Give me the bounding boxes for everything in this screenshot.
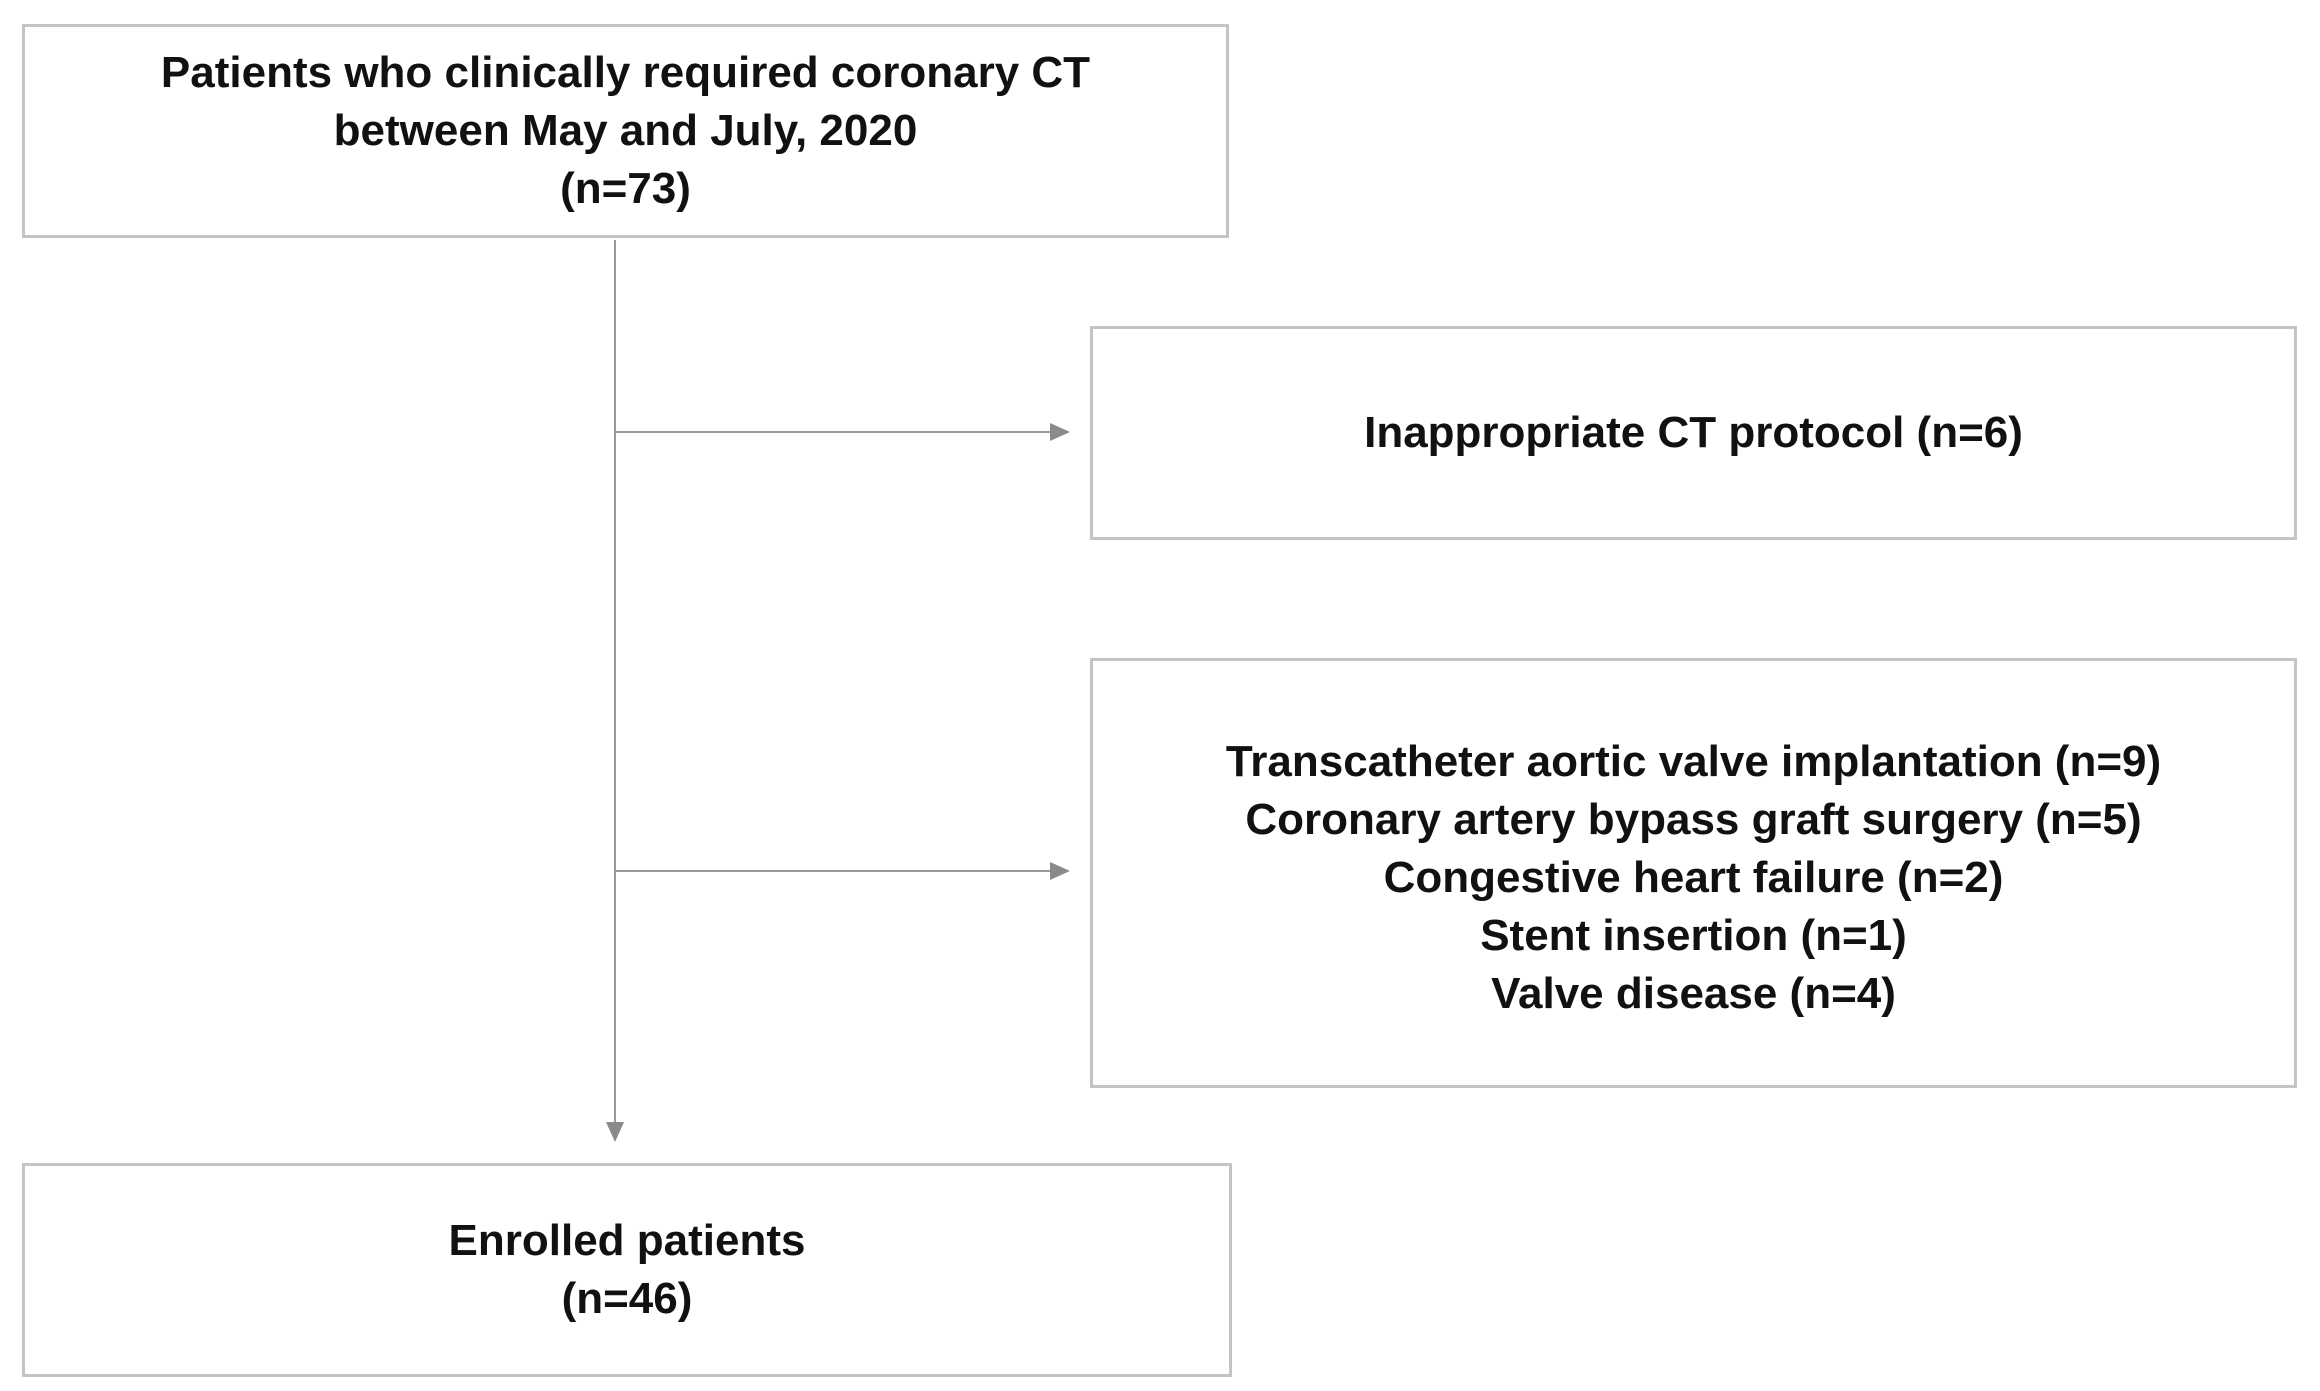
enrolled-patients-label: Enrolled patients	[448, 1216, 806, 1265]
exclusion-chf: Congestive heart failure (n=2)	[1383, 853, 2004, 902]
exclusion-valve: Valve disease (n=4)	[1491, 969, 1896, 1018]
exclusion-conditions-box: Transcatheter aortic valve implantation …	[1090, 658, 2297, 1088]
enrolled-patients-count: (n=46)	[561, 1274, 693, 1323]
exclusion-tavi: Transcatheter aortic valve implantation …	[1225, 737, 2162, 786]
main-flow-arrowhead	[606, 1122, 624, 1142]
screened-patients-count: (n=73)	[560, 164, 691, 213]
exclusion-2-arrowhead	[1050, 862, 1070, 880]
screened-patients-line-1: Patients who clinically required coronar…	[160, 48, 1091, 97]
screened-patients-box: Patients who clinically required coronar…	[22, 24, 1229, 238]
exclusion-protocol-box: Inappropriate CT protocol (n=6)	[1090, 326, 2297, 540]
exclusion-stent: Stent insertion (n=1)	[1480, 911, 1907, 960]
exclusion-protocol-text: Inappropriate CT protocol (n=6)	[1364, 408, 2023, 457]
enrolled-patients-box: Enrolled patients (n=46)	[22, 1163, 1232, 1377]
exclusion-1-arrowhead	[1050, 423, 1070, 441]
screened-patients-line-2: between May and July, 2020	[333, 106, 918, 155]
exclusion-cabg: Coronary artery bypass graft surgery (n=…	[1245, 795, 2142, 844]
